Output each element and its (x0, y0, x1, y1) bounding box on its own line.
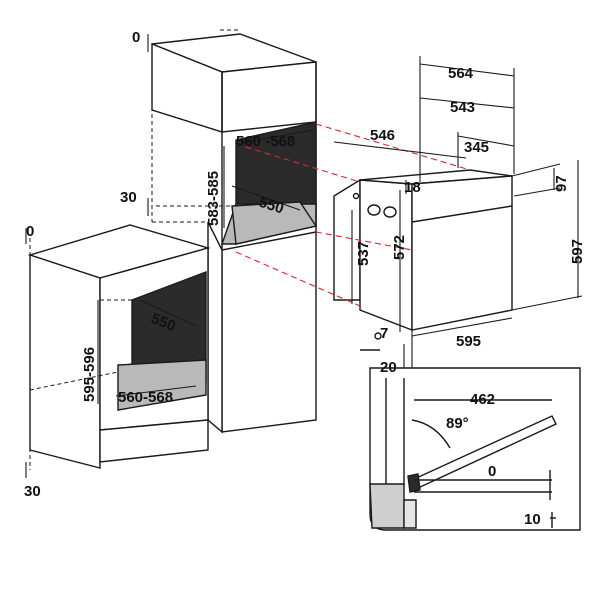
undercounter-bottom-30-label: 30 (24, 483, 41, 500)
tall-cabinet-lower-front (221, 231, 317, 433)
oven-width-595-label: 595 (456, 333, 481, 350)
door-detail (360, 332, 581, 531)
tall-cabinet (151, 29, 318, 434)
undercounter-niche-width-label: 560-568 (118, 389, 173, 406)
tall-cabinet-top-zero-label: 0 (132, 29, 140, 46)
oven-foot-7-label: 7 (380, 325, 388, 342)
projection-line (315, 231, 413, 251)
projection-line (315, 123, 471, 171)
undercounter-hidden-edge (29, 371, 119, 391)
tall-cabinet-side-30-label: 30 (120, 189, 137, 206)
projection-line (235, 251, 361, 307)
tall-cabinet-niche-depth-label: 550 (257, 194, 286, 218)
oven-total-depth-label: 564 (448, 65, 474, 82)
undercounter-top-zero-label: 0 (26, 223, 34, 240)
tall-cabinet-hidden-edge (151, 109, 223, 133)
oven (333, 169, 513, 332)
detail-callout-icon (374, 332, 382, 340)
undercounter-niche-height-label: 595-596 (81, 347, 98, 402)
oven-height-537-label: 537 (355, 241, 372, 266)
oven-height-597-label: 597 (569, 239, 586, 264)
undercounter-plinth (99, 419, 209, 463)
oven-control-strip (411, 205, 513, 223)
oven-panel-97-label: 97 (553, 175, 570, 192)
detail-cabinet-base (369, 483, 405, 529)
undercounter-cabinet (27, 224, 211, 470)
knob-icon (367, 204, 381, 216)
door-opening-width-label: 462 (470, 391, 495, 408)
oven-height-572-label: 572 (391, 235, 408, 260)
undercounter-niche-floor (117, 359, 207, 411)
tall-cabinet-upper-front (221, 61, 317, 133)
oven-panel-18-label: 18 (404, 179, 421, 196)
projection-lines (235, 123, 471, 307)
door-angle-label: 89° (446, 415, 469, 432)
tall-cabinet-niche-width-label: 560 -568 (236, 133, 295, 150)
detail-base-block (403, 499, 417, 529)
projection-line (235, 143, 361, 183)
mounting-hole-icon (352, 192, 360, 200)
detail-door-hinge (407, 473, 421, 493)
door-offset-0-label: 0 (488, 463, 496, 480)
oven-front (411, 175, 513, 331)
oven-depth-546-label: 546 (370, 127, 395, 144)
oven-depth-345-label: 345 (464, 139, 489, 156)
knob-icon (383, 206, 397, 218)
tall-cabinet-lower-side (207, 221, 223, 434)
tall-cabinet-niche-height-label: 583-585 (205, 171, 222, 226)
oven-gap-20-label: 20 (380, 359, 397, 376)
oven-depth-543-label: 543 (450, 99, 475, 116)
door-offset-10-label: 10 (524, 511, 541, 528)
dimension-lines (25, 34, 583, 478)
